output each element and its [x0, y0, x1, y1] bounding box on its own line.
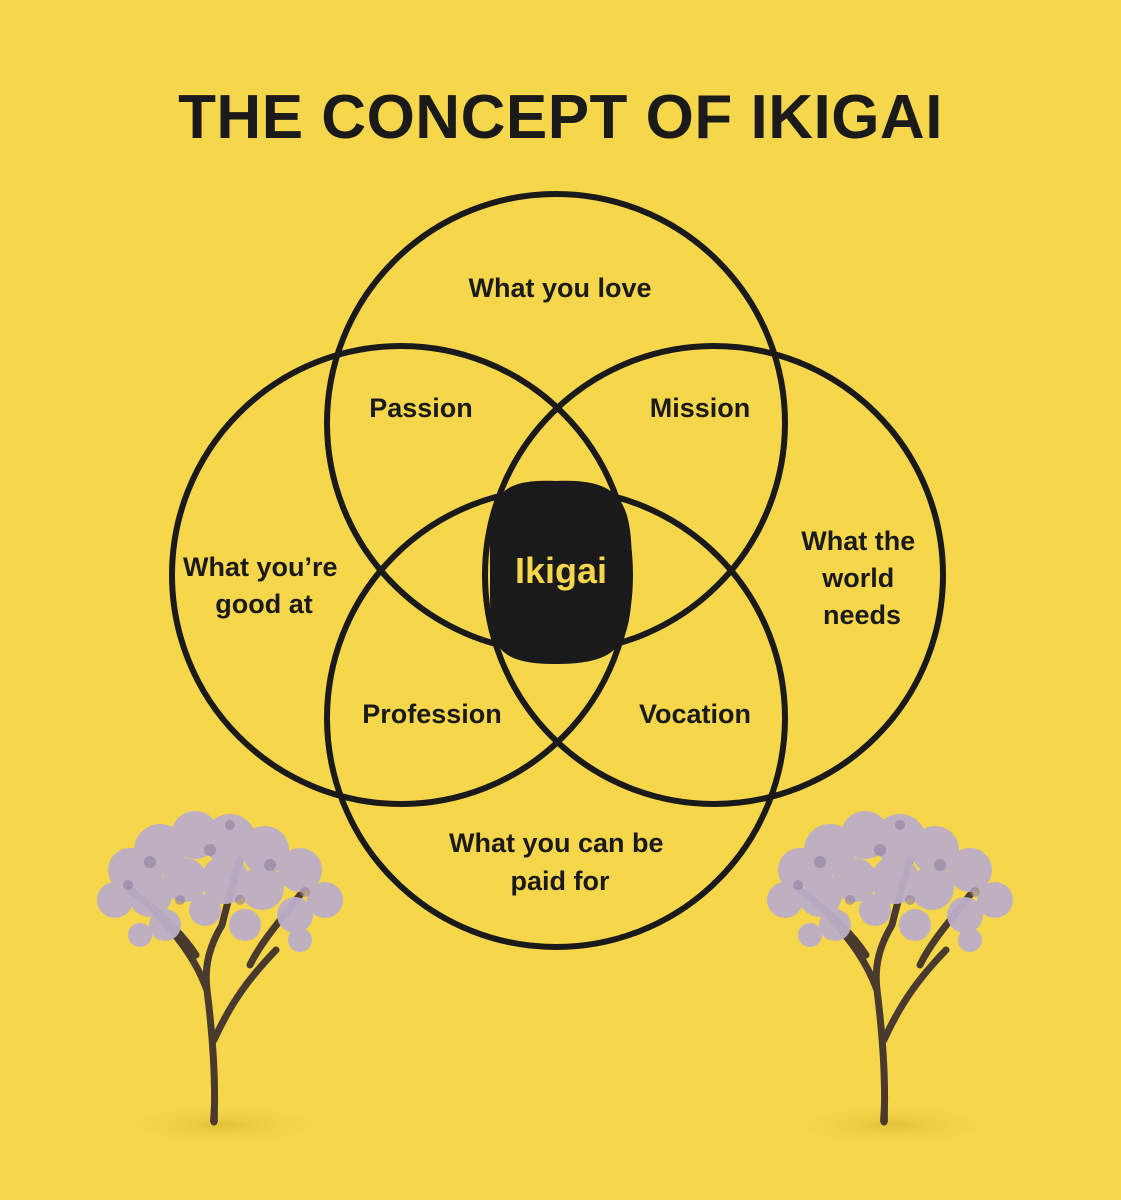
- label-what-you-can-be-paid-for: What you can be paid for: [449, 828, 671, 896]
- label-profession: Profession: [362, 699, 502, 729]
- circle-what-you-can-be-paid-for: [324, 486, 788, 950]
- label-vocation: Vocation: [639, 699, 751, 729]
- label-what-you-can-be-paid-for-line-2: paid for: [511, 866, 610, 896]
- label-passion: Passion: [369, 393, 473, 423]
- label-what-the-world-needs-line-3: needs: [823, 600, 901, 630]
- right-tree-illustration: [767, 811, 1013, 1126]
- label-mission: Mission: [650, 393, 751, 423]
- circle-what-youre-good-at: [169, 343, 633, 807]
- circle-what-the-world-needs: [482, 343, 946, 807]
- label-what-youre-good-at-line-1: What you’re: [183, 552, 338, 582]
- label-what-the-world-needs-line-1: What the: [801, 526, 915, 556]
- label-ikigai: Ikigai: [515, 550, 607, 591]
- label-what-you-love: What you love: [468, 273, 651, 303]
- label-what-youre-good-at-line-2: good at: [215, 589, 312, 619]
- right-tree-shadow: [782, 1103, 1002, 1147]
- left-tree-shadow: [112, 1103, 332, 1147]
- label-what-you-love-line-1: What you love: [468, 273, 651, 303]
- label-what-youre-good-at: What you’re good at: [183, 552, 345, 619]
- page-title: THE CONCEPT OF IKIGAI: [178, 83, 943, 152]
- left-tree-illustration: [97, 811, 343, 1126]
- label-what-the-world-needs: What the world needs: [801, 526, 923, 630]
- circle-what-you-love: [324, 191, 788, 655]
- label-what-you-can-be-paid-for-line-1: What you can be: [449, 828, 664, 858]
- label-what-the-world-needs-line-2: world: [821, 563, 894, 593]
- ikigai-center-shape: [489, 480, 632, 664]
